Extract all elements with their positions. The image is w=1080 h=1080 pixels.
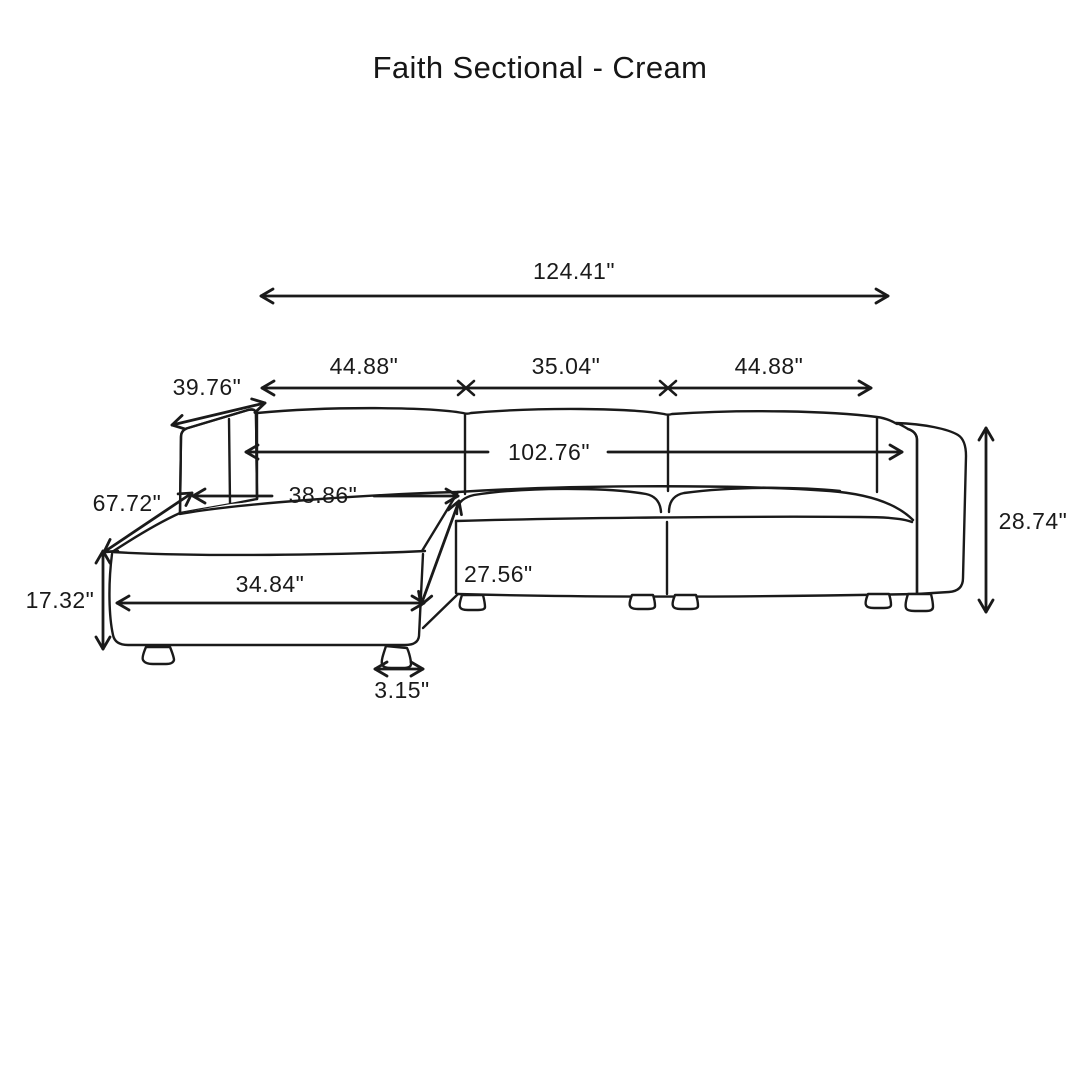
dimension-seat-height: 17.32" [26, 549, 112, 651]
sofa-leg-right-left [671, 593, 700, 611]
dimension-label: 44.88" [330, 353, 399, 379]
dimension-label: 44.88" [735, 353, 804, 379]
sofa-right-cushion-top [667, 486, 842, 514]
sofa-leg-middle-left [458, 593, 487, 612]
dimension-x-tick [658, 379, 678, 397]
sofa-middle-cushion-top [455, 487, 663, 516]
dimension-label: 34.84" [236, 571, 305, 597]
dimension-leg-height: 3.15" [373, 660, 429, 703]
sofa-leg-middle-right [628, 593, 657, 611]
sofa-chaise-bottom-right-edge [421, 592, 460, 630]
dimension-arrow [170, 397, 267, 431]
dimension-label: 28.74" [999, 508, 1068, 534]
dimension-arm-depth: 39.76" [170, 374, 267, 431]
dimension-label: 35.04" [532, 353, 601, 379]
dimension-label: 39.76" [173, 374, 242, 400]
dimension-chaise-front-width: 34.84" [115, 571, 426, 612]
dimension-overall-width: 124.41" [259, 258, 890, 305]
dimension-section-widths: 44.88" 35.04" 44.88" [260, 353, 873, 397]
dimension-overall-height: 28.74" [977, 426, 1068, 614]
dimension-seat-depth: 27.56" [417, 499, 533, 607]
sofa-left-arm-front-edge [227, 417, 232, 505]
sofa-leg-right-right [864, 592, 893, 610]
dimension-label: 67.72" [93, 490, 162, 516]
dimension-interior-width: 102.76" [244, 439, 904, 465]
sofa-chaise-body [112, 492, 458, 646]
dimension-label: 27.56" [464, 561, 533, 587]
sofa-right-arm [894, 421, 968, 596]
sofa-back-top-edge [255, 406, 899, 426]
sofa-chaise-back-edge [178, 490, 460, 516]
sofa-right-arm-front-edge [906, 427, 919, 596]
sofa-seatback-curve [456, 485, 915, 522]
dimension-chaise-interior-width: 38.86" [191, 482, 460, 508]
dimension-arrow [417, 499, 463, 607]
sofa-left-arm [178, 408, 259, 515]
sofa-left-arm-inner-edge [254, 412, 259, 501]
dimension-callouts: 124.41" 44.88" 35.04" 44.88" 39.76" 102. [26, 258, 1068, 703]
sofa-leg-arm [904, 592, 935, 613]
dimension-chaise-depth: 67.72" [93, 490, 194, 554]
dimension-label: 124.41" [533, 258, 615, 284]
sofa-chaise-top-front-edge [110, 549, 427, 557]
dimension-x-tick [456, 379, 476, 397]
sofa-leg-chaise-right [380, 644, 413, 670]
dimension-label: 102.76" [508, 439, 590, 465]
dimension-label: 17.32" [26, 587, 95, 613]
page-title: Faith Sectional - Cream [372, 50, 708, 85]
sofa-leg-chaise-left [141, 645, 176, 666]
dimension-label: 38.86" [289, 482, 358, 508]
dimension-arrow [102, 491, 194, 554]
sofa-base-top-line [454, 515, 914, 524]
dimension-label: 3.15" [374, 677, 429, 703]
